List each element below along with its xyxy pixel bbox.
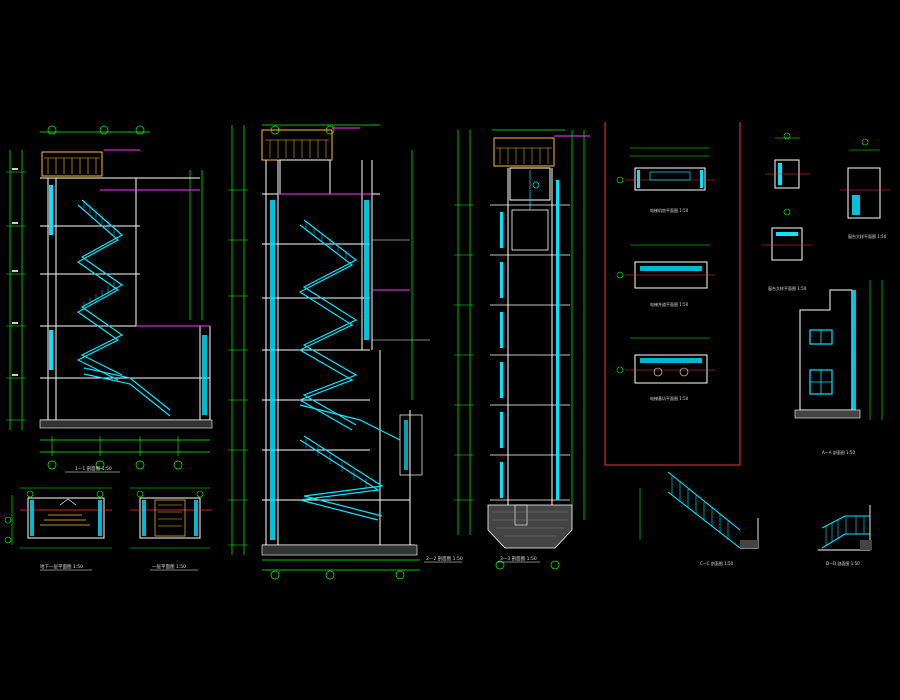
- detail-2: 电梯井道平面图 1:50: [616, 244, 715, 307]
- stair-d-title: D—D 剖面图 1:50: [826, 560, 860, 566]
- detail-3: 电梯基坑平面图 1:50: [616, 337, 715, 401]
- plan-b-title: 一层平面图 1:50: [152, 564, 186, 570]
- plan-b: 一层平面图 1:50: [130, 487, 212, 571]
- stair-c-title: C—C 剖面图 1:50: [700, 560, 734, 566]
- detail-3-title: 电梯基坑平面图 1:50: [650, 395, 689, 401]
- plan-a: 地下一层平面图 1:50: [4, 487, 112, 571]
- detail-2-title: 电梯井道平面图 1:50: [650, 301, 689, 307]
- elev-a-title: A—A 剖面图 1:50: [822, 449, 855, 455]
- detail-4: [765, 132, 810, 189]
- section-2-2-title: 2—2 剖面图 1:50: [426, 555, 463, 562]
- section-3-3-title: 3—3 剖面图 1:50: [500, 555, 537, 562]
- section-1-1-title: 1—1 剖面图 1:50: [75, 465, 112, 472]
- section-2-2: 2—2 剖面图 1:50: [228, 124, 463, 580]
- detail-5: 窗台大样平面图 1:50: [840, 138, 890, 239]
- detail-frame: [604, 122, 741, 466]
- detail-4-title: 窗台大样平面图 1:50: [768, 285, 807, 291]
- stair-d: D—D 剖面图 1:50: [818, 505, 872, 566]
- stair-c: C—C 剖面图 1:50: [639, 471, 759, 566]
- section-1-1: 1—1 剖面图 1:50: [6, 125, 213, 473]
- detail-5-title: 窗台大样平面图 1:50: [848, 233, 887, 239]
- detail-1: 电梯机房平面图 1:50: [616, 147, 715, 213]
- detail-6: 窗台大样平面图 1:50: [762, 208, 812, 291]
- detail-1-title: 电梯机房平面图 1:50: [650, 207, 689, 213]
- elev-a: A—A 剖面图 1:50: [794, 280, 883, 455]
- plan-a-title: 地下一层平面图 1:50: [40, 563, 83, 570]
- section-3-3-elevator: 3—3 剖面图 1:50: [454, 129, 590, 570]
